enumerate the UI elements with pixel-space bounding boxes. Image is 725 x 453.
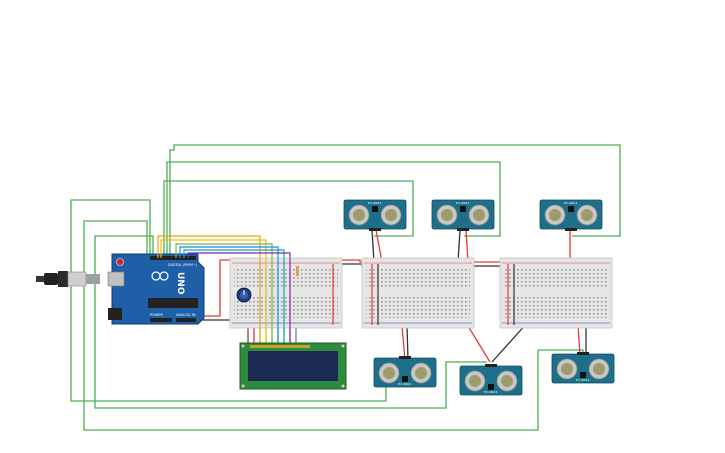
power-jack [108, 308, 122, 320]
sensor-label: HC-SR04 [368, 201, 381, 205]
wire-sensor-tl-vcc[interactable] [375, 229, 383, 263]
sensor-label: HC-SR04 [456, 201, 469, 205]
wire-to-sensor-top-left[interactable] [163, 180, 414, 258]
arduino-logo-icon [151, 271, 169, 281]
wire-to-sensor-top-right[interactable] [169, 144, 621, 258]
analog-header [176, 318, 196, 322]
arduino-brand-text: UNO [175, 272, 185, 295]
wire-sensor-tm-vcc[interactable] [465, 229, 469, 263]
wire-to-sensor-bottom-left[interactable] [70, 199, 387, 402]
usb-cable-icon [36, 271, 100, 287]
sensor-bottom-right[interactable]: HC-SR04 [551, 352, 615, 384]
wire-to-sensor-bottom-middle[interactable] [83, 220, 584, 431]
arduino-power-label: POWER [150, 313, 164, 317]
wire-sensor-tm-gnd[interactable] [457, 229, 461, 263]
sensor-top-left[interactable]: HC-SR04 [343, 199, 407, 231]
arduino-analog-label: ANALOG IN [176, 313, 196, 317]
usb-port [107, 271, 125, 287]
wire-sensor-bl-vcc[interactable] [401, 325, 406, 361]
arduino-digital-label: DIGITAL (PWM~) [168, 263, 198, 267]
breadboard-3[interactable] [499, 257, 613, 329]
wire-sensor-bm-vcc[interactable] [467, 325, 491, 363]
digital-header [150, 256, 196, 260]
wire-to-sensor-bottom-right[interactable] [94, 235, 487, 409]
wire-group-overlay [259, 258, 515, 345]
sensor-bottom-middle[interactable]: HC-SR04 [459, 364, 523, 396]
reset-button[interactable] [116, 258, 124, 266]
sensor-label: HC-SR04 [576, 378, 589, 382]
wire-sensor-bl-gnd[interactable] [406, 325, 409, 361]
sensor-label: HC-SR04 [398, 382, 411, 386]
wire-sensor-bm-gnd[interactable] [491, 321, 529, 363]
power-header [150, 318, 172, 322]
arduino-uno-board[interactable]: UNO DIGITAL (PWM~) POWER ANALOG IN [107, 253, 205, 325]
potentiometer-knob-icon[interactable] [236, 287, 252, 303]
sensor-bottom-left[interactable]: HC-SR04 [373, 356, 437, 388]
sensor-label: HC-SR04 [564, 201, 577, 205]
breadboard-2[interactable] [361, 257, 475, 329]
sensor-top-middle[interactable]: HC-SR04 [431, 199, 495, 231]
wire-sensor-br-vcc[interactable] [577, 323, 581, 356]
sensor-label: HC-SR04 [484, 390, 497, 394]
sensor-top-right[interactable]: HC-SR04 [539, 199, 603, 231]
wire-group-routing [70, 144, 621, 431]
resistor [296, 266, 299, 276]
lcd-display[interactable] [239, 342, 347, 390]
wire-sensor-tl-gnd[interactable] [371, 229, 375, 263]
wire-to-sensor-top-middle[interactable] [166, 161, 501, 258]
microcontroller-chip [148, 298, 198, 308]
